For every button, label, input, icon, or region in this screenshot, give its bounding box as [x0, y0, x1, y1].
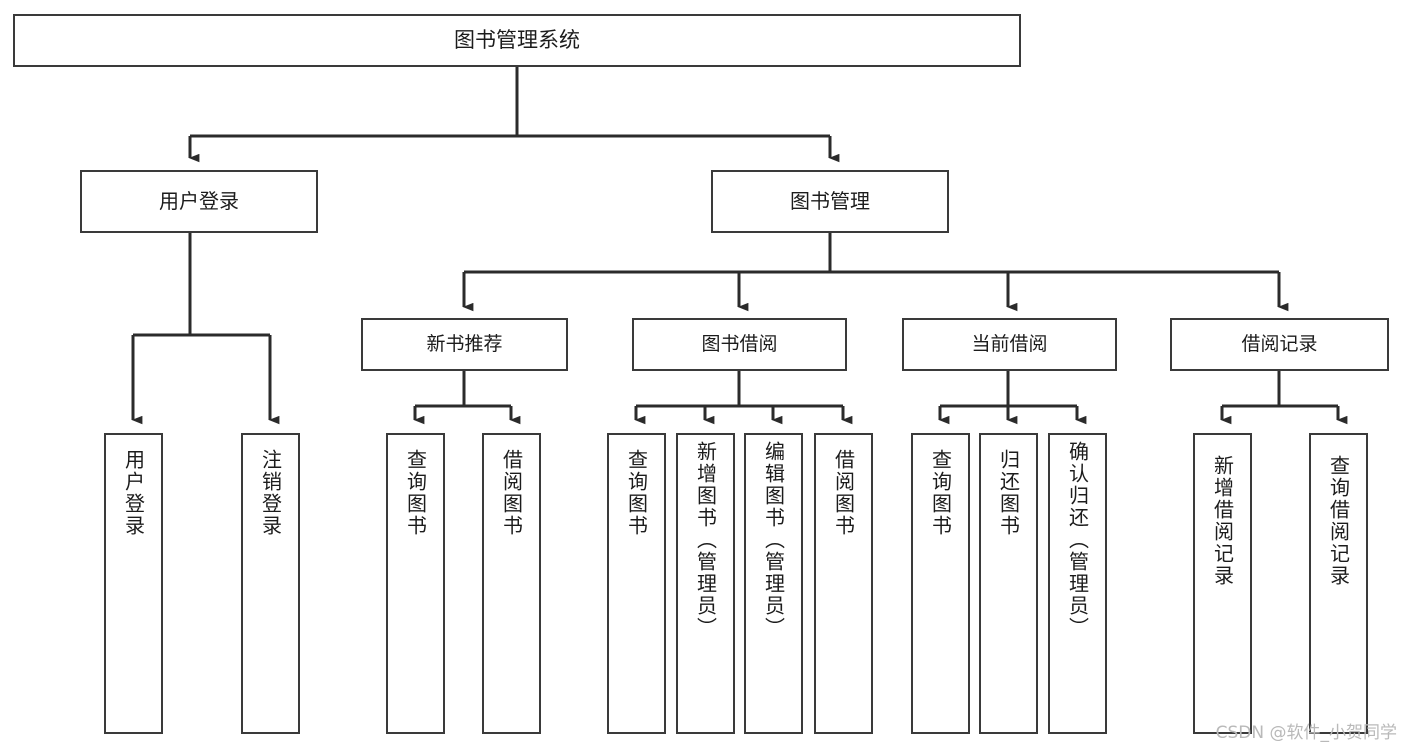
node-label: 编辑图书（管理员） [761, 441, 786, 639]
node-leaf-new-book-query[interactable]: 查询图书 [386, 433, 445, 734]
node-label: 归还图书 [996, 449, 1021, 537]
node-label: 查询借阅记录 [1326, 455, 1351, 587]
node-leaf-user-login-signin[interactable]: 用户登录 [104, 433, 163, 734]
node-leaf-current-borrow-query[interactable]: 查询图书 [911, 433, 970, 734]
node-label: 借阅图书 [499, 449, 524, 537]
node-leaf-borrow-record-add[interactable]: 新增借阅记录 [1193, 433, 1252, 734]
node-label: 查询图书 [928, 449, 953, 537]
node-leaf-book-borrow-borrow[interactable]: 借阅图书 [814, 433, 873, 734]
node-leaf-current-borrow-confirm-return[interactable]: 确认归还（管理员） [1048, 433, 1107, 734]
node-label: 借阅记录 [1241, 332, 1318, 355]
node-label: 图书管理 [790, 189, 870, 214]
node-leaf-book-borrow-add[interactable]: 新增图书（管理员） [676, 433, 735, 734]
node-book-management[interactable]: 图书管理 [711, 170, 949, 233]
node-label: 借阅图书 [831, 449, 856, 537]
node-label: 查询图书 [403, 449, 428, 537]
node-current-borrow[interactable]: 当前借阅 [902, 318, 1117, 371]
node-label: 新增借阅记录 [1210, 455, 1235, 587]
node-label: 当前借阅 [971, 332, 1048, 355]
node-label: 新增图书（管理员） [693, 441, 718, 639]
node-label: 确认归还（管理员） [1065, 441, 1090, 639]
node-leaf-book-borrow-query[interactable]: 查询图书 [607, 433, 666, 734]
node-label: 用户登录 [159, 189, 239, 214]
node-leaf-user-login-signout[interactable]: 注销登录 [241, 433, 300, 734]
node-leaf-new-book-borrow[interactable]: 借阅图书 [482, 433, 541, 734]
node-book-borrow[interactable]: 图书借阅 [632, 318, 847, 371]
node-root-library-management-system[interactable]: 图书管理系统 [13, 14, 1021, 67]
node-borrow-record[interactable]: 借阅记录 [1170, 318, 1389, 371]
node-new-book-recommend[interactable]: 新书推荐 [361, 318, 568, 371]
node-label: 注销登录 [258, 449, 283, 537]
node-leaf-borrow-record-query[interactable]: 查询借阅记录 [1309, 433, 1368, 734]
node-leaf-book-borrow-edit[interactable]: 编辑图书（管理员） [744, 433, 803, 734]
node-leaf-current-borrow-return[interactable]: 归还图书 [979, 433, 1038, 734]
node-user-login[interactable]: 用户登录 [80, 170, 318, 233]
node-label: 图书借阅 [701, 332, 778, 355]
node-label: 图书管理系统 [454, 27, 580, 52]
node-label: 用户登录 [121, 449, 146, 537]
node-label: 查询图书 [624, 449, 649, 537]
node-label: 新书推荐 [426, 332, 503, 355]
